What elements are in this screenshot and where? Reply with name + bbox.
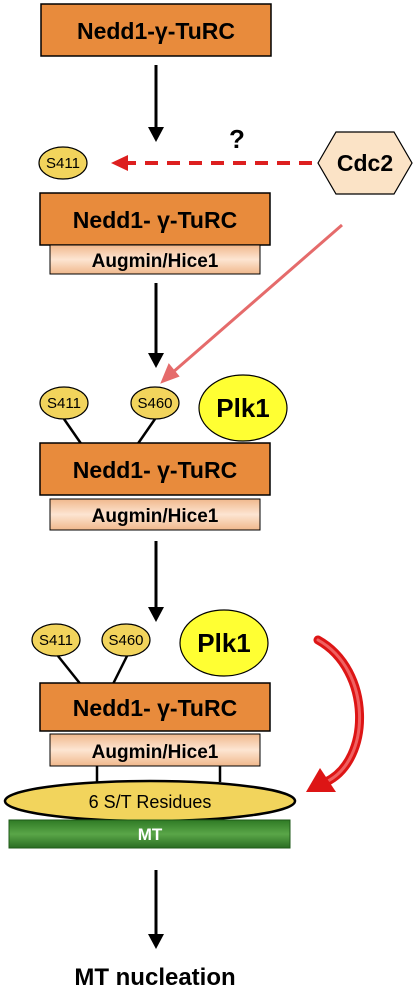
nedd1-complex-label-1: Nedd1-γ-TuRC [77,18,235,44]
site-s460-label-stage4: S460 [108,632,143,649]
nedd1-complex-label-3: Nedd1- γ-TuRC [73,457,237,483]
microtubule-bar [8,819,291,849]
plk1-stage4 [179,609,269,677]
residues-label: 6 S/T Residues [89,792,212,812]
cdc2-kinase: Cdc2 [317,131,413,195]
arrow-down-1 [148,65,164,142]
site-s411-stage2 [38,146,88,180]
augmin-label-4: Augmin/Hice1 [92,742,219,763]
arrow-down-4 [148,870,164,949]
site-s460-label-stage3: S460 [137,395,172,412]
site-s411-label-stage3: S411 [47,395,81,412]
stage-1: Nedd1-γ-TuRC [40,3,272,57]
stage-4: S411 S460 Plk1 Nedd1- γ-TuRC Augmin/Hice… [3,609,297,849]
cdc2-hexagon [317,131,413,195]
dashed-arrow-cdc2-to-s411 [111,155,312,171]
site-s411-label-stage2: S411 [46,155,80,172]
microtubule-label: MT [138,825,163,844]
unknown-mark: ? [229,124,245,154]
arrow-down-2 [148,283,164,368]
arrow-down-3 [148,541,164,622]
site-s460-stage4 [101,623,151,657]
curved-arrow-plk1-to-residues [306,635,365,792]
nedd1-complex-label-4: Nedd1- γ-TuRC [73,695,237,721]
augmin-box-3 [49,498,261,531]
augmin-label-2: Augmin/Hice1 [92,251,219,272]
arrow-cdc2-to-s460 [160,223,343,384]
site-s411-label-stage4: S411 [39,632,73,649]
plk1-label-stage3: Plk1 [216,393,270,423]
site-s411-stage4 [31,623,81,657]
augmin-label-3: Augmin/Hice1 [92,506,219,527]
augmin-box-4 [49,733,261,767]
site-s411-stage3 [39,386,89,420]
plk1-stage3 [198,374,288,442]
nedd1-complex-label-2: Nedd1- γ-TuRC [73,207,237,233]
cdc2-label: Cdc2 [337,150,393,176]
nedd1-complex-box-4 [39,682,271,732]
nedd1-complex-box-1 [40,3,272,57]
plk1-label-stage4: Plk1 [197,628,251,658]
nedd1-complex-box-3 [39,442,271,496]
augmin-box-2 [49,244,261,275]
mt-nucleation-label: MT nucleation [74,964,235,991]
site-s460-stage3 [130,386,180,420]
stage-3: S411 S460 Plk1 Nedd1- γ-TuRC Augmin/Hice… [39,374,288,531]
stage-2: S411 Nedd1- γ-TuRC Augmin/Hice1 [38,146,271,275]
